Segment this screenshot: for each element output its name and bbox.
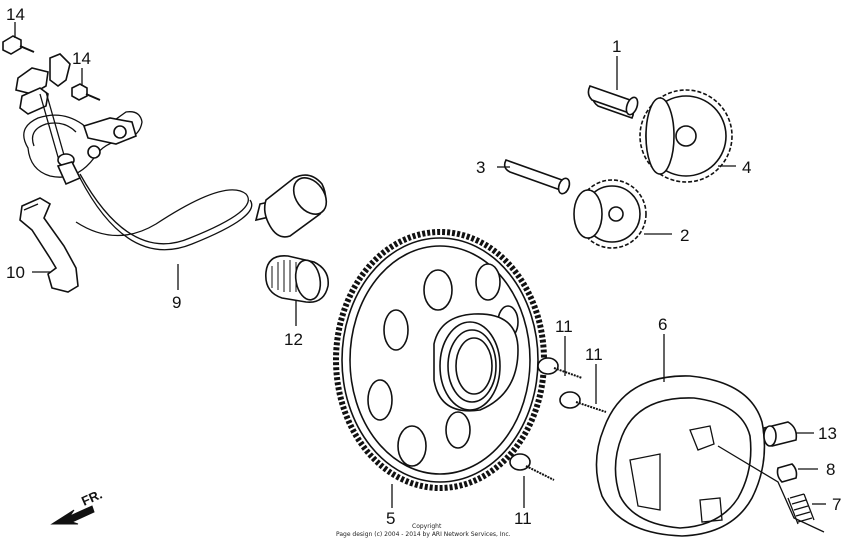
bolt-11b-icon (559, 391, 607, 413)
callout-11c[interactable]: 11 (514, 509, 532, 528)
bracket-10-icon (19, 197, 79, 293)
starter-clutch-outer-6-icon (595, 375, 766, 537)
callout-9[interactable]: 9 (172, 293, 181, 312)
callout-1[interactable]: 1 (612, 37, 621, 56)
callout-13[interactable]: 13 (818, 424, 837, 443)
callout-2[interactable]: 2 (680, 226, 689, 245)
screw-14b-icon (71, 83, 101, 101)
copyright-line-2: Page design (c) 2004 - 2014 by ARI Netwo… (336, 531, 511, 538)
front-direction-arrow-icon: FR. (50, 487, 104, 525)
needle-bearing-12-icon (265, 255, 330, 303)
callout-7[interactable]: 7 (832, 495, 841, 514)
wire-9-icon (75, 173, 328, 251)
callout-6[interactable]: 6 (658, 315, 667, 334)
callout-14b[interactable]: 14 (72, 49, 91, 68)
bolt-11c-icon (509, 453, 555, 481)
spring-7-icon (787, 493, 815, 525)
callout-8[interactable]: 8 (826, 460, 835, 479)
idle-gear-4-icon (639, 89, 733, 183)
reduction-gear-2-icon (573, 179, 647, 249)
pin-3-icon (503, 159, 571, 195)
roller-13-icon (762, 421, 798, 447)
callout-5[interactable]: 5 (386, 509, 395, 528)
callout-14a[interactable]: 14 (6, 5, 25, 24)
pin-1-icon (587, 85, 639, 119)
leader-lines (14, 22, 826, 533)
starter-driven-gear-5-icon (333, 229, 547, 491)
callout-11a[interactable]: 11 (555, 317, 573, 336)
direction-label: FR. (79, 487, 104, 509)
callout-3[interactable]: 3 (476, 158, 485, 177)
callout-10[interactable]: 10 (6, 263, 25, 282)
callout-12[interactable]: 12 (284, 330, 303, 349)
callout-labels: 14 14 10 9 12 1 3 4 2 5 6 11 11 11 13 8 … (6, 5, 841, 528)
copyright-line-1: Copyright (412, 523, 442, 530)
bolt-11a-icon (537, 357, 583, 379)
screw-14a-icon (2, 35, 35, 55)
pulser-assembly (2, 35, 143, 186)
callout-4[interactable]: 4 (742, 158, 751, 177)
plunger-8-icon (776, 463, 798, 483)
callout-11b[interactable]: 11 (585, 345, 603, 364)
